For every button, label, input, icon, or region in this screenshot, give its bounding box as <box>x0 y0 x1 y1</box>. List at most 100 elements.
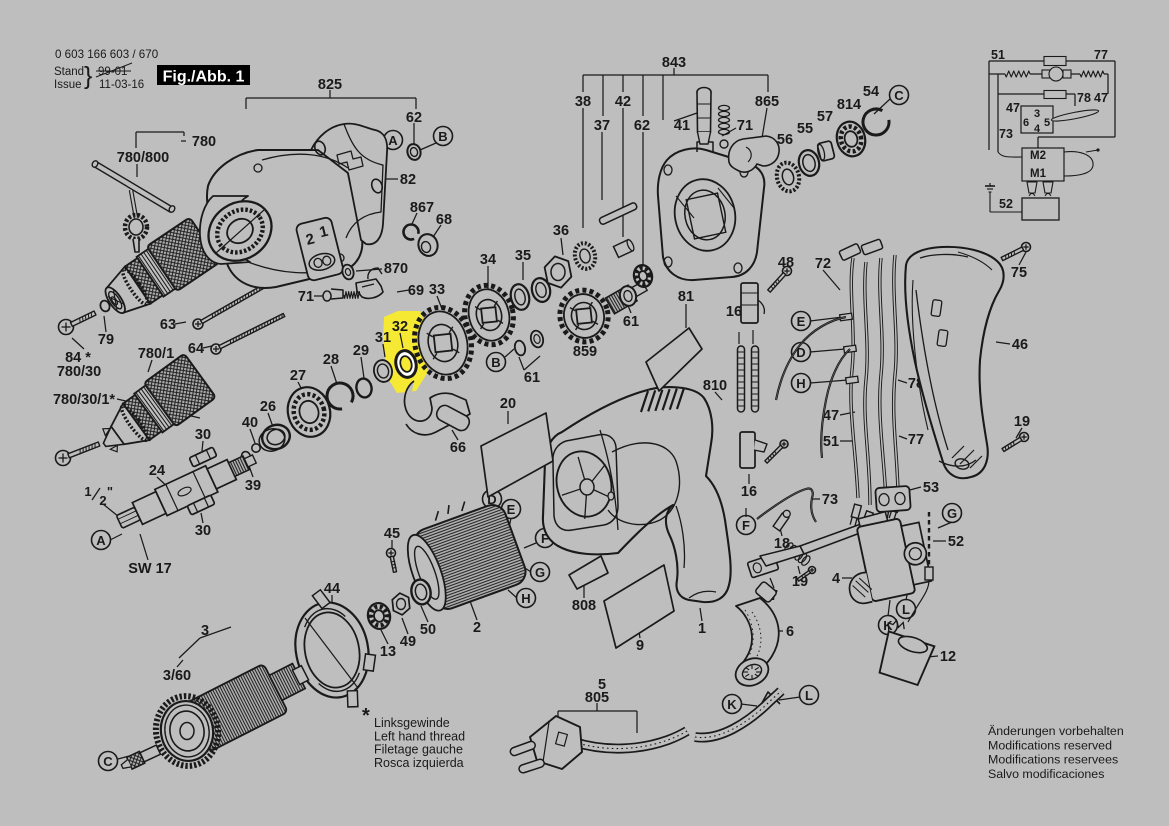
svg-text:E: E <box>507 502 516 517</box>
svg-text:0 603 166 603 / 670: 0 603 166 603 / 670 <box>55 48 158 61</box>
svg-text:46: 46 <box>1012 337 1028 353</box>
svg-text:38: 38 <box>575 94 591 110</box>
svg-text:47: 47 <box>1094 91 1108 105</box>
svg-text:865: 865 <box>755 94 779 110</box>
svg-text:72: 72 <box>815 256 831 272</box>
svg-text:51: 51 <box>991 48 1005 62</box>
svg-text:Rosca izquierda: Rosca izquierda <box>374 756 464 770</box>
svg-text:5: 5 <box>598 677 606 693</box>
svg-text:45: 45 <box>384 526 400 542</box>
svg-text:75: 75 <box>1011 265 1027 281</box>
svg-text:780: 780 <box>192 134 216 150</box>
svg-text:73: 73 <box>822 492 838 508</box>
svg-text:16: 16 <box>726 304 742 320</box>
svg-text:M1: M1 <box>1030 168 1047 180</box>
svg-text:Filetage gauche: Filetage gauche <box>374 743 463 757</box>
svg-text:1: 1 <box>698 621 706 637</box>
svg-text:1: 1 <box>318 223 330 242</box>
svg-text:B: B <box>491 355 500 370</box>
svg-text:30: 30 <box>195 523 211 539</box>
svg-text:84 *: 84 * <box>65 350 91 366</box>
svg-text:33: 33 <box>429 282 445 298</box>
svg-text:*: * <box>362 705 370 727</box>
svg-text:42: 42 <box>615 94 631 110</box>
svg-text:39: 39 <box>245 478 261 494</box>
svg-text:40: 40 <box>242 415 258 431</box>
svg-text:F: F <box>742 518 750 533</box>
svg-text:13: 13 <box>380 644 396 660</box>
svg-text:Left hand thread: Left hand thread <box>374 729 465 743</box>
svg-text:A: A <box>388 133 398 148</box>
svg-text:34: 34 <box>480 252 496 268</box>
svg-text:A: A <box>96 533 106 548</box>
svg-text:H: H <box>796 376 805 391</box>
svg-text:77: 77 <box>908 432 924 448</box>
svg-text:51: 51 <box>823 434 839 450</box>
svg-text:79: 79 <box>98 332 114 348</box>
svg-text:9: 9 <box>636 638 644 654</box>
svg-text:20: 20 <box>500 396 516 412</box>
svg-text:63: 63 <box>160 317 176 333</box>
svg-text:L: L <box>805 688 813 703</box>
svg-text:2: 2 <box>99 493 106 508</box>
svg-text:41: 41 <box>674 118 690 134</box>
svg-text:3/60: 3/60 <box>163 668 191 684</box>
svg-text:780/30: 780/30 <box>57 364 101 380</box>
svg-text:867: 867 <box>410 200 434 216</box>
svg-text:99-01: 99-01 <box>98 66 127 78</box>
svg-text:5: 5 <box>1044 117 1050 129</box>
svg-text:61: 61 <box>524 370 540 386</box>
svg-text:G: G <box>535 565 545 580</box>
svg-text:28: 28 <box>323 352 339 368</box>
svg-text:3: 3 <box>201 623 209 639</box>
svg-text:780/30/1*: 780/30/1* <box>53 392 115 408</box>
svg-text:4: 4 <box>1034 123 1041 135</box>
svg-text:36: 36 <box>553 223 569 239</box>
svg-text:859: 859 <box>573 344 597 360</box>
svg-text:SW 17: SW 17 <box>128 561 172 577</box>
svg-text:26: 26 <box>260 399 276 415</box>
svg-text:C: C <box>103 754 113 769</box>
svg-text:Änderungen vorbehalten: Änderungen vorbehalten <box>988 724 1124 738</box>
svg-text:G: G <box>947 506 957 521</box>
svg-text:16: 16 <box>741 484 757 500</box>
svg-text:64: 64 <box>188 341 204 357</box>
svg-text:6: 6 <box>1023 117 1029 129</box>
svg-text:24: 24 <box>149 463 165 479</box>
svg-text:53: 53 <box>923 480 939 496</box>
svg-text:H: H <box>521 591 530 606</box>
svg-text:19: 19 <box>1014 414 1030 430</box>
svg-text:B: B <box>438 129 447 144</box>
svg-text:30: 30 <box>195 427 211 443</box>
svg-text:73: 73 <box>999 127 1013 141</box>
svg-text:1: 1 <box>84 484 91 499</box>
svg-text:62: 62 <box>406 110 422 126</box>
svg-text:11-03-16: 11-03-16 <box>99 79 144 91</box>
svg-text:Modifications reservees: Modifications reservees <box>988 753 1118 767</box>
svg-text:}: } <box>84 62 92 90</box>
svg-text:2: 2 <box>473 620 481 636</box>
svg-text:Salvo modificaciones: Salvo modificaciones <box>988 767 1104 781</box>
svg-text:52: 52 <box>999 197 1013 211</box>
svg-text:810: 810 <box>703 378 727 394</box>
svg-text:D: D <box>487 492 496 507</box>
svg-text:44: 44 <box>324 581 340 597</box>
svg-text:K: K <box>727 697 737 712</box>
svg-text:814: 814 <box>837 97 861 113</box>
svg-text:C: C <box>894 88 904 103</box>
svg-text:29: 29 <box>353 343 369 359</box>
svg-text:66: 66 <box>450 440 466 456</box>
svg-text:78: 78 <box>1077 91 1091 105</box>
svg-text:57: 57 <box>817 109 833 125</box>
svg-text:6: 6 <box>786 624 794 640</box>
svg-text:27: 27 <box>290 368 306 384</box>
svg-text:Modifications reserved: Modifications reserved <box>988 738 1112 752</box>
svg-text:62: 62 <box>634 118 650 134</box>
svg-text:68: 68 <box>436 212 452 228</box>
svg-text:50: 50 <box>420 622 436 638</box>
svg-text:E: E <box>797 314 806 329</box>
svg-text:55: 55 <box>797 121 813 137</box>
svg-text:843: 843 <box>662 55 686 71</box>
svg-text:32: 32 <box>392 319 408 335</box>
svg-text:D: D <box>796 345 805 360</box>
